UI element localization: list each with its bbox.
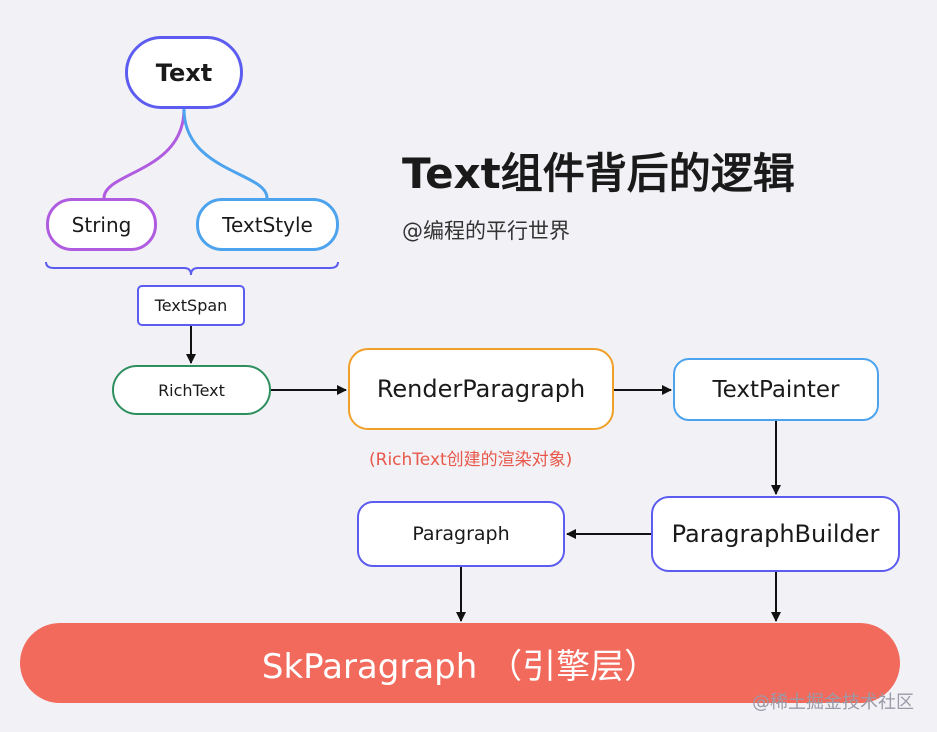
- connector-text-to-textstyle: [182, 108, 269, 199]
- diagram-subtitle: @编程的平行世界: [402, 219, 570, 243]
- node-render-paragraph: RenderParagraph: [348, 348, 614, 430]
- node-text: Text: [125, 36, 243, 109]
- node-textspan: TextSpan: [137, 285, 245, 326]
- node-paragraph: Paragraph: [357, 501, 565, 567]
- render-paragraph-note: (RichText创建的渲染对象): [369, 450, 573, 470]
- node-paragraph-builder: ParagraphBuilder: [651, 496, 900, 572]
- watermark: @稀土掘金技术社区: [752, 692, 914, 713]
- node-string: String: [46, 198, 157, 251]
- node-richtext: RichText: [112, 365, 271, 415]
- connector-text-to-string: [102, 108, 186, 199]
- node-sk-paragraph: SkParagraph （引擎层）: [20, 623, 900, 703]
- brace: [45, 261, 339, 276]
- diagram-title: Text组件背后的逻辑: [402, 149, 795, 198]
- node-text-painter: TextPainter: [673, 358, 879, 421]
- node-textstyle: TextStyle: [196, 198, 339, 251]
